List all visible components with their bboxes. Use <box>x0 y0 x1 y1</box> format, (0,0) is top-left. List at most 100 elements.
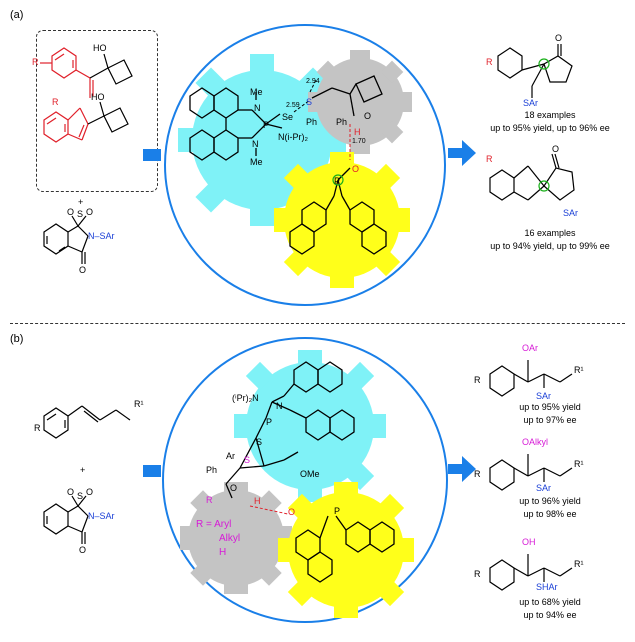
cat-a-oxygen: O <box>364 111 372 121</box>
cat-a-distance-1: 2.59 <box>286 102 300 109</box>
product-a2-oxygen: O <box>552 144 560 154</box>
cat-a-ph-right: Ph <box>336 117 348 127</box>
substrate-b-r1-group: R¹ <box>134 399 144 409</box>
cat-b-oxygen: O <box>230 483 238 493</box>
product-b1-r1-group: R¹ <box>574 365 584 375</box>
cat-b-r-def-aryl: R = Aryl <box>196 519 232 530</box>
product-b3-side-group: SHAr <box>536 582 558 592</box>
cat-b-r-small: R <box>206 495 213 505</box>
cat-a-selenium: Se <box>282 112 294 122</box>
gray-gear-a <box>308 50 412 154</box>
panel-divider <box>10 323 625 324</box>
substrate-b-r-group: R <box>34 423 41 433</box>
panel-a-arrow-out <box>448 140 476 166</box>
saccharin-b-s: S <box>77 491 84 501</box>
saccharin-a-o1: O <box>67 207 75 217</box>
panel-b-left-structures <box>43 405 131 544</box>
cat-b-hydrogen: H <box>254 496 261 506</box>
substrate-1-r-group: R <box>32 57 39 67</box>
product-a1-examples: 18 examples <box>524 110 576 120</box>
panel-a-left-structures <box>40 47 133 264</box>
cat-b-phosphate-p: P <box>334 506 341 516</box>
product-b2-r-group: R <box>474 469 481 479</box>
yellow-gear-b <box>278 482 414 618</box>
product-b1-yield: up to 95% yield <box>519 402 581 412</box>
product-a1-yield-ee: up to 95% yield, up to 96% ee <box>490 123 610 133</box>
gray-gear-b <box>180 482 292 594</box>
panel-a-catalysis-circle <box>164 24 446 306</box>
cat-a-ph-left: Ph <box>306 117 318 127</box>
substrate-1-structure <box>40 47 94 98</box>
cat-a-sulfur-cation: S <box>306 97 313 107</box>
substrate-2-structure <box>43 107 89 143</box>
panel-b-arrow-out <box>448 456 476 482</box>
product-a1-sar: SAr <box>523 98 539 108</box>
product-b3-ee: up to 94% ee <box>523 610 577 620</box>
saccharin-a-o2: O <box>86 207 94 217</box>
saccharin-b-n-sar: N–SAr <box>88 511 115 521</box>
cat-a-distance-2: 2.94 <box>306 78 320 85</box>
substrate-dashed-box <box>36 30 158 192</box>
product-b2-yield: up to 96% yield <box>519 496 581 506</box>
product-b2-top-group: OAlkyl <box>522 437 549 447</box>
cat-b-phosphorus: P <box>266 417 273 427</box>
cat-a-hydrogen: H <box>354 127 361 137</box>
product-b3-yield: up to 68% yield <box>519 597 581 607</box>
saccharin-a-s: S <box>77 209 84 219</box>
cat-b-phosphate-o: O <box>288 507 296 517</box>
saccharin-b-o3: O <box>79 545 87 555</box>
cat-a-n-top: N <box>254 103 261 113</box>
substrate-2-hydroxyl: HO <box>91 92 105 102</box>
cat-b-n-me: N <box>276 401 283 411</box>
cat-a-me-top: Me <box>250 87 263 97</box>
cat-b-r-def-h: H <box>219 547 227 558</box>
panel-b-catalysis-circle <box>162 337 448 623</box>
panel-a-label: (a) <box>10 9 24 21</box>
cat-a-distance-3: 1.70 <box>352 138 366 145</box>
product-a1-r-group: R <box>486 57 493 67</box>
product-b1-top-group: OAr <box>522 343 539 353</box>
panel-b-label: (b) <box>10 333 24 345</box>
product-b2-side-group: SAr <box>536 483 552 493</box>
product-a1-oxygen: O <box>555 33 563 43</box>
cat-a-n-ipr2: N(i-Pr)₂ <box>278 132 308 142</box>
cat-b-sulfur: S <box>256 437 263 447</box>
panel-a-plus-sign: + <box>78 197 84 207</box>
cat-a-phosphorus: P <box>263 120 270 130</box>
product-b1-side-group: SAr <box>536 391 552 401</box>
cat-a-n-bottom: N <box>252 139 259 149</box>
substrate-2-r-group: R <box>52 97 59 107</box>
substrate-1-hydroxyl: HO <box>93 43 107 53</box>
product-a2-r-group: R <box>486 154 493 164</box>
saccharin-a-n-sar: N–SAr <box>88 231 115 241</box>
cat-b-sulfur-cation: S <box>244 455 251 465</box>
product-b1-ee: up to 97% ee <box>523 415 577 425</box>
panel-b-plus-sign: + <box>80 465 86 475</box>
cat-b-r-def-alkyl: Alkyl <box>219 533 241 544</box>
cat-a-me-bottom: Me <box>250 157 263 167</box>
panel-a-product-structures <box>489 44 575 201</box>
saccharin-a-o3: O <box>79 265 87 275</box>
yellow-gear-a <box>274 152 410 288</box>
cat-b-aryl: Ar <box>226 451 235 461</box>
product-b2-r1-group: R¹ <box>574 459 584 469</box>
product-a2-examples: 16 examples <box>524 228 576 238</box>
cat-a-phosphate-o: O <box>352 164 360 174</box>
panel-a-arrow-in <box>143 149 161 161</box>
cat-b-ome: OMe <box>300 469 320 479</box>
product-b1-r-group: R <box>474 375 481 385</box>
product-b2-ee: up to 98% ee <box>523 509 577 519</box>
cat-b-phenyl: Ph <box>206 465 218 475</box>
panel-b-product-structures <box>489 360 573 591</box>
saccharin-b-o1: O <box>67 487 75 497</box>
product-b3-r-group: R <box>474 569 481 579</box>
cat-b-ipr2n: (ⁱPr)₂N <box>232 393 259 403</box>
product-b3-r1-group: R¹ <box>574 559 584 569</box>
product-a2-yield-ee: up to 94% yield, up to 99% ee <box>490 241 610 251</box>
saccharin-b-o2: O <box>86 487 94 497</box>
saccharin-reagent-a <box>43 215 89 264</box>
cat-a-phosphate-p: P <box>334 176 341 186</box>
product-b3-top-group: OH <box>522 537 536 547</box>
product-a2-sar: SAr <box>563 208 579 218</box>
panel-b-arrow-in <box>143 465 161 477</box>
